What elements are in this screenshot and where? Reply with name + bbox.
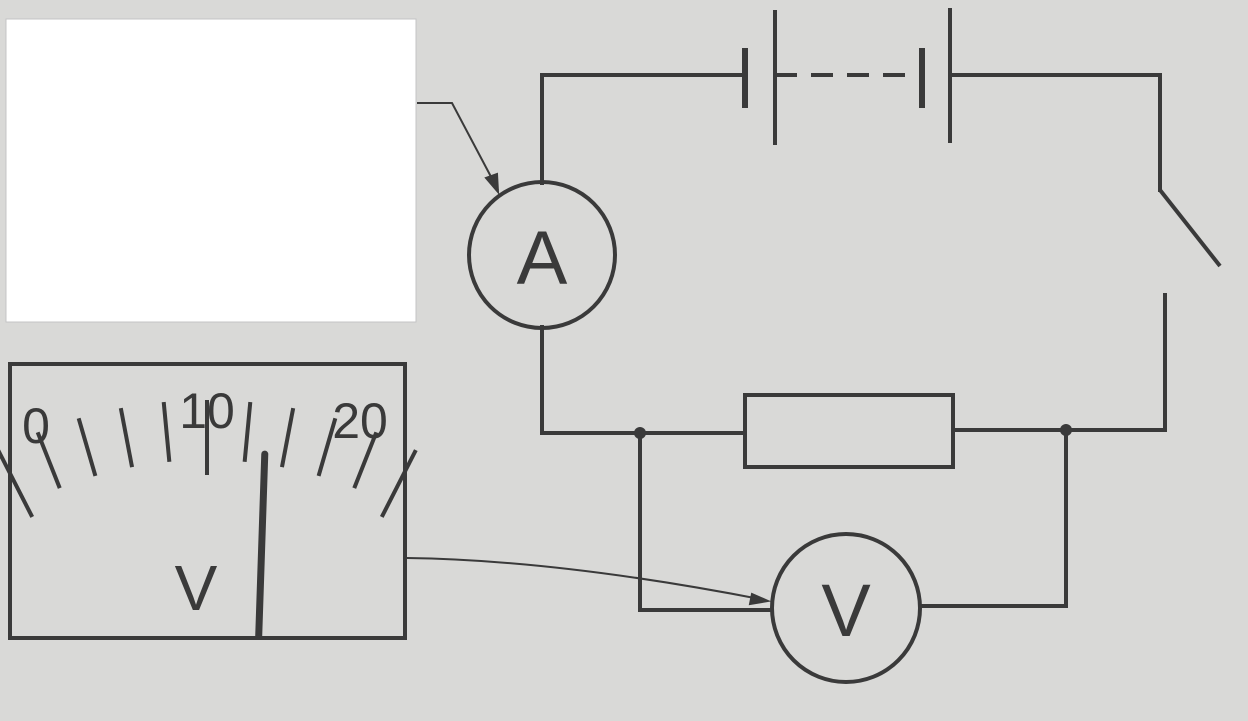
voltmeter-dial-panel: 0 10 20 V: [0, 362, 418, 640]
dial-tick: [242, 401, 253, 462]
dial-tick: [352, 431, 379, 489]
dial-ticks: [0, 400, 418, 518]
dial-frame: [8, 362, 407, 640]
resistor: [743, 393, 955, 469]
wire-right-lower: [951, 293, 1167, 432]
dial-tick: [0, 449, 34, 518]
dial-label-10: 10: [179, 383, 235, 439]
dial-tick: [316, 417, 338, 477]
dial-needle: [255, 450, 269, 640]
leader-arrows: [406, 102, 772, 606]
wire-top-right: [948, 73, 1162, 192]
battery: [742, 8, 952, 145]
dial-label-0: 0: [22, 398, 50, 454]
dial-unit: V: [175, 552, 218, 624]
junction-right: [1060, 424, 1072, 436]
wire-top-left: [540, 73, 747, 185]
arrow-to-voltmeter: [406, 557, 766, 601]
dial-tick: [118, 407, 135, 468]
voltmeter-circle: [770, 532, 922, 684]
junction-left: [634, 427, 646, 439]
dial-tick: [380, 449, 418, 518]
wire-left-lower: [540, 325, 747, 435]
ammeter-circle: [467, 180, 617, 330]
dial-tick: [35, 431, 62, 489]
wire-voltmeter-left: [638, 431, 774, 612]
wires: [540, 73, 1167, 612]
ammeter-symbol: A: [517, 216, 568, 301]
switch-blade: [1158, 188, 1222, 268]
dial-tick: [161, 401, 172, 462]
arrow-to-voltmeter-head: [748, 592, 772, 606]
voltmeter: V: [770, 532, 922, 684]
arrow-to-ammeter: [417, 102, 499, 191]
ammeter: A: [467, 180, 617, 330]
arrow-to-ammeter-head: [484, 172, 500, 195]
blank-box: [5, 18, 417, 323]
dial-tick: [279, 407, 296, 468]
dial-tick: [76, 417, 98, 477]
dial-label-20: 20: [332, 393, 388, 449]
wire-voltmeter-right: [919, 428, 1068, 608]
voltmeter-symbol: V: [821, 569, 871, 652]
